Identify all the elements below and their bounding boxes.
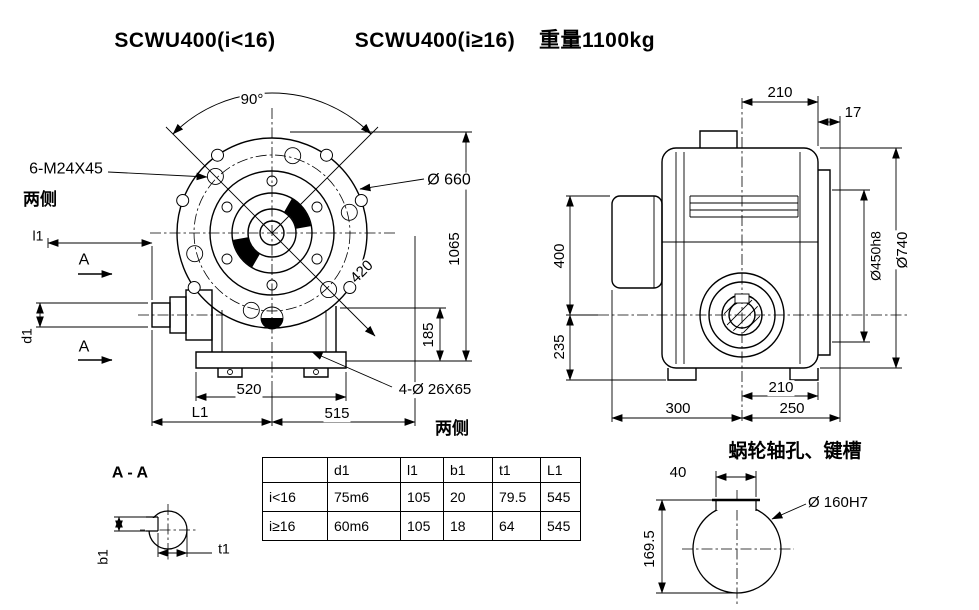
table-cell: 64 (492, 511, 541, 541)
dim-90deg: 90° (239, 91, 265, 109)
title-model-small: SCWU400(i<16) (114, 28, 276, 52)
dim-169-5: 169.5 (641, 529, 659, 569)
dim-l1-label: l1 (31, 227, 45, 244)
label-both-sides-right: 两侧 (434, 419, 470, 439)
section-aa-keyway (145, 516, 159, 532)
dim-300: 300 (664, 400, 692, 418)
section-aa-title: A - A (111, 464, 149, 482)
dim-400: 400 (551, 242, 569, 270)
dim-185: 185 (420, 321, 438, 349)
table-header-d1: d1 (327, 457, 401, 483)
table-cell: 105 (400, 482, 444, 512)
hub-key-segments (233, 198, 311, 268)
dim-515: 515 (323, 405, 351, 423)
table-header-L1: L1 (540, 457, 581, 483)
dim-40: 40 (668, 464, 688, 482)
table-header-t1: t1 (492, 457, 541, 483)
section-letter-a-bottom: A (77, 338, 91, 357)
leader-lines (107, 171, 807, 520)
side-view-drawing (611, 130, 831, 381)
dim-17: 17 (843, 104, 863, 122)
table-row: i<16 75m6 105 20 79.5 545 (262, 482, 581, 512)
spec-table: d1 l1 b1 t1 L1 i<16 75m6 105 20 79.5 545… (262, 457, 581, 541)
table-header-l1: l1 (400, 457, 444, 483)
dim-dia-450h8: Ø450h8 (867, 230, 884, 282)
table-header-blank (262, 457, 328, 483)
section-cut-arrows (78, 270, 113, 364)
detail-lines (186, 147, 818, 375)
dim-b1-label: b1 (94, 548, 111, 566)
dim-520: 520 (235, 381, 263, 399)
table-header-row: d1 l1 b1 t1 L1 (262, 457, 581, 483)
table-cell: 545 (540, 482, 581, 512)
callout-base-holes: 4-Ø 26X65 (397, 381, 473, 399)
front-view-drawing (151, 137, 368, 378)
table-cell: 79.5 (492, 482, 541, 512)
table-cell: 75m6 (327, 482, 401, 512)
dim-210-bottom: 210 (767, 379, 795, 397)
title-weight: 重量1100kg (538, 28, 656, 52)
section-letter-a-top: A (77, 251, 91, 270)
label-both-sides-left: 两侧 (22, 190, 58, 210)
table-cell: 60m6 (327, 511, 401, 541)
table-cell: 545 (540, 511, 581, 541)
table-cell: 20 (443, 482, 493, 512)
dim-L1-label: L1 (190, 404, 210, 422)
keyway-view-title: 蜗轮轴孔、键槽 (728, 441, 862, 463)
keyway-slot (712, 498, 760, 511)
callout-bolt-holes: 6-M24X45 (28, 160, 104, 179)
dim-210-top: 210 (766, 84, 794, 102)
dim-t1-label: t1 (217, 540, 231, 557)
table-cell: 105 (400, 511, 444, 541)
dim-1065: 1065 (446, 231, 464, 267)
table-cell: 18 (443, 511, 493, 541)
callout-dia-160h7: Ø 160H7 (806, 494, 870, 512)
table-header-b1: b1 (443, 457, 493, 483)
dim-250: 250 (778, 400, 806, 418)
table-cell: i≥16 (262, 511, 328, 541)
rim-notches (176, 148, 368, 294)
dim-d1-label: d1 (18, 327, 35, 345)
table-cell: i<16 (262, 482, 328, 512)
dimension-lines (36, 92, 902, 594)
bore-keyway (734, 293, 750, 304)
table-row: i≥16 60m6 105 18 64 545 (262, 511, 581, 541)
callout-dia-660: Ø 660 (426, 171, 472, 190)
title-model-large: SCWU400(i≥16) (354, 28, 516, 52)
dim-dia-740: Ø740 (894, 230, 912, 270)
dim-235: 235 (551, 333, 569, 361)
